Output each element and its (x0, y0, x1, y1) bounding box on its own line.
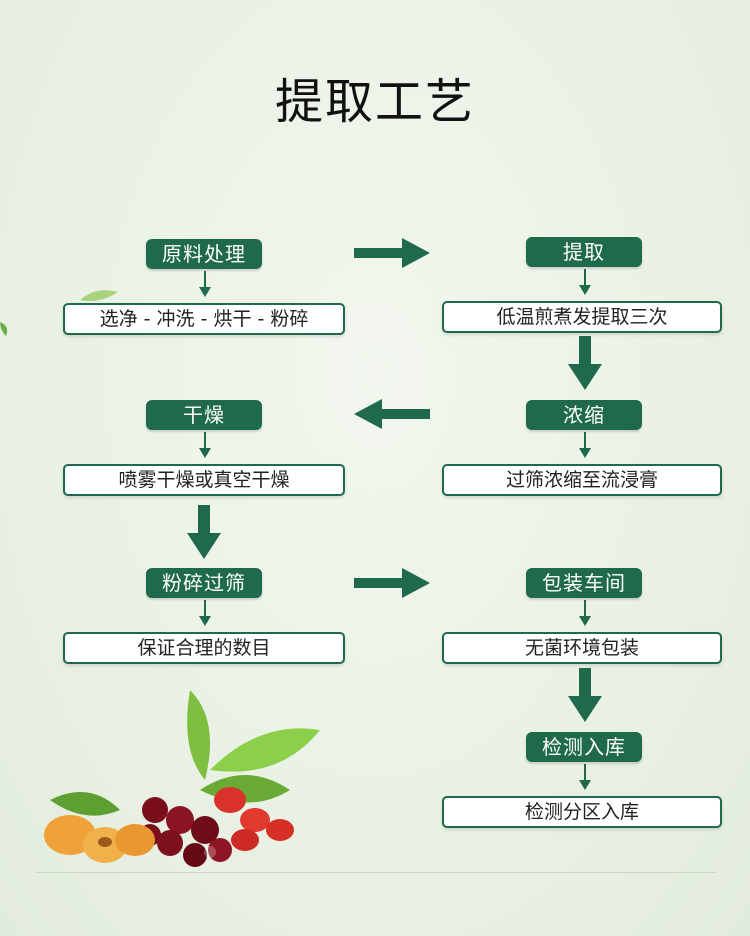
step-desc-crushing-sieving: 保证合理的数目 (63, 632, 345, 664)
step-desc-inspection-storage: 检测分区入库 (442, 796, 722, 828)
arrow-down-thin-icon (579, 432, 591, 458)
step-desc-drying: 喷雾干燥或真空干燥 (63, 464, 345, 496)
step-label-extraction: 提取 (526, 237, 642, 267)
arrow-down-thin-icon (199, 600, 211, 626)
arrow-down-thin-icon (199, 271, 211, 297)
arrow-right-icon (354, 238, 430, 268)
arrow-left-icon (354, 399, 430, 429)
arrow-down-thin-icon (199, 432, 211, 458)
step-label-drying: 干燥 (146, 400, 262, 430)
step-label-concentration: 浓缩 (526, 400, 642, 430)
page-title: 提取工艺 (274, 74, 475, 130)
step-label-raw-material: 原料处理 (146, 239, 262, 269)
step-label-crushing-sieving: 粉碎过筛 (146, 568, 262, 598)
arrow-down-thin-icon (579, 764, 591, 790)
step-desc-packaging: 无菌环境包装 (442, 632, 722, 664)
leaf-icon (0, 322, 8, 336)
step-desc-extraction: 低温煎煮发提取三次 (442, 301, 722, 333)
footer-divider (36, 872, 716, 873)
leaf-icon (80, 290, 118, 301)
arrow-down-icon (187, 505, 221, 559)
arrow-right-icon (354, 568, 430, 598)
step-label-inspection-storage: 检测入库 (526, 732, 642, 762)
arrow-down-icon (568, 668, 602, 722)
fruit-pile-icon (44, 690, 320, 867)
step-desc-raw-material: 选净 - 冲洗 - 烘干 - 粉碎 (63, 303, 345, 335)
step-desc-concentration: 过筛浓缩至流浸膏 (442, 464, 722, 496)
arrow-down-thin-icon (579, 269, 591, 295)
arrow-down-thin-icon (579, 600, 591, 626)
step-label-packaging: 包装车间 (526, 568, 642, 598)
arrow-down-icon (568, 336, 602, 390)
